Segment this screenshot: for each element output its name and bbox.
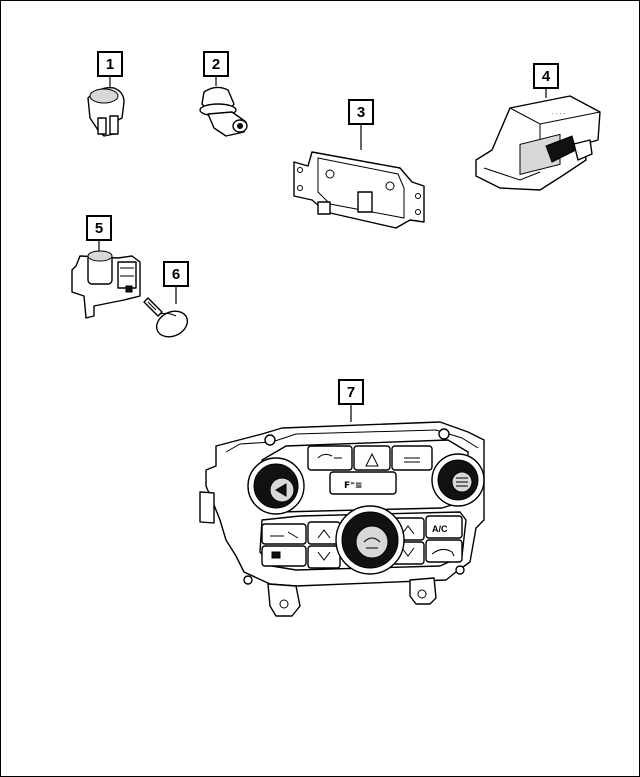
part-4-control-module[interactable]: · · · · [475, 88, 601, 191]
ac-button [425, 515, 463, 539]
chevron-up-icon [317, 529, 331, 539]
part-2-pressure-sensor[interactable] [199, 76, 248, 137]
callout-label: 2 [212, 56, 220, 73]
callout-label: 4 [542, 68, 551, 85]
callout-label: 1 [106, 56, 114, 73]
part-6-push-pin[interactable] [143, 286, 192, 342]
fan-down-button [307, 545, 341, 569]
mount-tab-right [409, 577, 437, 605]
callout-3: 3 [348, 99, 374, 125]
hazard-button [353, 445, 391, 471]
callout-5: 5 [86, 215, 112, 241]
part-1-sensor[interactable] [87, 76, 125, 137]
seat-heat-button [307, 445, 353, 471]
chevron-up-icon [401, 525, 415, 535]
callout-label: 3 [357, 104, 365, 121]
part-5-bracket-sensor[interactable] [71, 240, 141, 319]
ac-button-label: A/C [432, 524, 448, 534]
module-label-text: · · · · [552, 111, 565, 118]
fan-up-button [307, 521, 341, 545]
recirc-button [261, 545, 307, 567]
chevron-down-icon [317, 551, 331, 561]
callout-6: 6 [163, 261, 189, 287]
callout-label: 5 [95, 220, 103, 237]
callout-1: 1 [97, 51, 123, 77]
callout-7: 7 [338, 379, 364, 405]
part-7-climate-control-panel[interactable]: F⁼≡ A/C [199, 404, 485, 617]
callout-label: 6 [172, 266, 180, 283]
recirc-car-button [425, 539, 463, 563]
fan-button [261, 523, 307, 545]
callout-4: 4 [533, 63, 559, 89]
front-defrost-icon: F⁼≡ [344, 481, 362, 491]
mode-button [329, 471, 397, 495]
callout-label: 7 [347, 384, 355, 401]
chevron-down-icon [401, 547, 415, 557]
hazard-icon [365, 452, 379, 467]
callout-2: 2 [203, 51, 229, 77]
part-3-bracket-module[interactable] [293, 124, 425, 229]
